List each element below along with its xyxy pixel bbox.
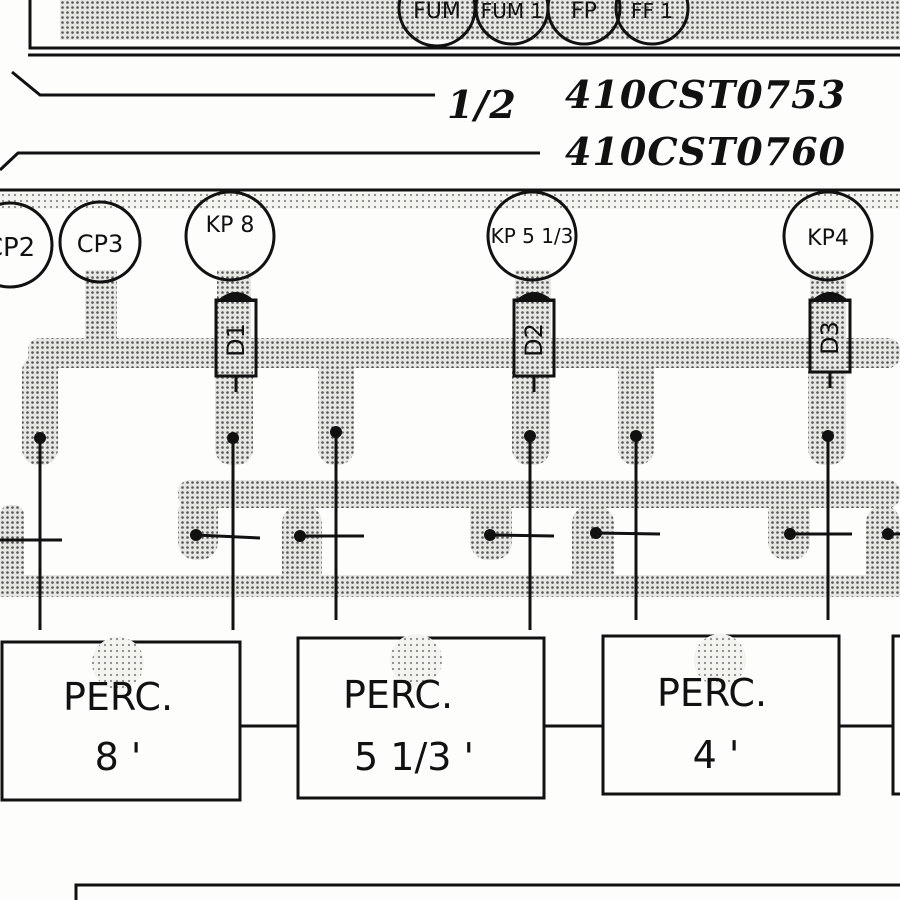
contact-pad-kp4: KP4 <box>782 190 874 282</box>
diode-d2: D2 <box>512 292 556 392</box>
svg-text:PERC.: PERC. <box>657 671 767 715</box>
svg-text:D3: D3 <box>816 321 844 355</box>
bottom-board-edge <box>74 883 900 900</box>
svg-text:D1: D1 <box>222 323 250 357</box>
svg-text:KP4: KP4 <box>807 226 849 251</box>
contact-pad-kp513: KP 5 1/3 <box>486 190 578 282</box>
svg-text:PERC.: PERC. <box>343 673 453 717</box>
percussion-block-8: PERC. 8 ' <box>0 637 242 802</box>
svg-text:PERC.: PERC. <box>63 675 173 719</box>
lower-leader-line <box>0 151 540 172</box>
wiring <box>0 432 900 630</box>
svg-text:FUM: FUM <box>413 0 461 24</box>
svg-text:FUM 1: FUM 1 <box>481 0 543 23</box>
svg-text:D2: D2 <box>520 323 548 357</box>
svg-text:FF 1: FF 1 <box>631 0 673 23</box>
upper-copper-area <box>60 0 900 40</box>
diode-d1: D1 <box>214 292 258 392</box>
board-fraction: 1/2 <box>447 82 517 127</box>
top-pad-3: FP <box>546 0 622 46</box>
board-gaps <box>30 372 862 572</box>
percussion-block-4: PERC. 4 ' <box>601 634 841 796</box>
svg-text:8 ': 8 ' <box>95 735 142 779</box>
part-number-block: 1/2 410CST0753 410CST0760 <box>0 70 846 174</box>
upper-leader-line <box>11 70 435 97</box>
contact-pad-cp2: CP2 <box>0 201 54 289</box>
svg-text:CP3: CP3 <box>77 230 124 258</box>
upper-board-edge <box>28 0 900 50</box>
copper-traces <box>0 270 900 597</box>
solder-joints <box>34 426 894 542</box>
board-top-margin <box>0 193 900 209</box>
main-board <box>0 188 900 597</box>
svg-text:CP2: CP2 <box>0 233 35 263</box>
percussion-block-partial <box>891 634 900 796</box>
top-pad-4: FF 1 <box>614 0 690 46</box>
upper-board: FUM FUM 1 FP FF 1 <box>28 0 900 57</box>
diode-d3: D3 <box>808 292 852 388</box>
contact-pad-kp8: KP 8 <box>184 190 276 282</box>
part-number-lower: 410CST0760 <box>565 129 846 174</box>
percussion-block-5-1-3: PERC. 5 1/3 ' <box>296 634 546 800</box>
contact-pad-cp3: CP3 <box>58 200 142 284</box>
svg-text:FP: FP <box>571 0 597 24</box>
svg-text:KP 8: KP 8 <box>206 213 255 238</box>
svg-text:KP 5 1/3: KP 5 1/3 <box>491 224 574 248</box>
svg-text:5 1/3 ': 5 1/3 ' <box>354 735 474 779</box>
part-number-upper: 410CST0753 <box>565 72 846 117</box>
svg-text:4 ': 4 ' <box>693 733 740 777</box>
